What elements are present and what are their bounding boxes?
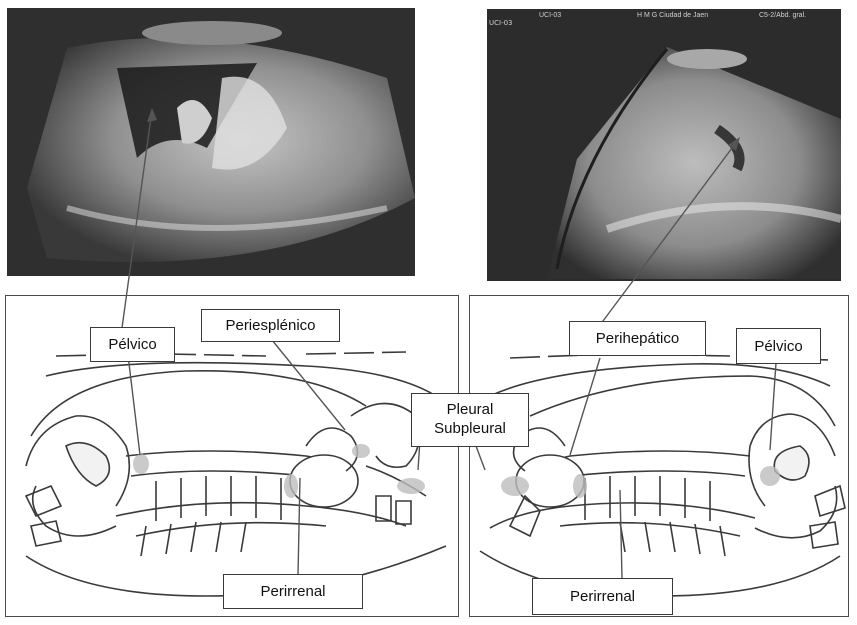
label-pleural-text: Pleural [447,401,494,420]
label-subpleural-text: Subpleural [434,420,506,439]
ultrasound-image-left [7,8,415,276]
label-perirrenal-left-text: Perirrenal [260,584,325,599]
ultrasound-header-center: H M G Ciudad de Jaen [637,12,708,19]
label-perihepatico-text: Perihepático [596,331,679,346]
ultrasound-header-left: UCI-03 [539,12,561,19]
label-perirrenal-right-text: Perirrenal [570,589,635,604]
label-pelvico-right: Pélvico [736,328,821,364]
label-periesplenico: Periesplénico [201,309,340,342]
label-pelvico-left: Pélvico [90,327,175,362]
label-pelvico-left-text: Pélvico [108,337,156,352]
svg-text:UCI-03: UCI-03 [489,19,513,27]
label-pelvico-right-text: Pélvico [754,339,802,354]
label-perihepatico: Perihepático [569,321,706,356]
ultrasound-image-right: UCI-03 UCI-03 H M G Ciudad de Jaen C5-2/… [487,9,841,281]
label-periesplenico-text: Periesplénico [225,318,315,333]
diagram-panel-left [5,295,459,617]
label-perirrenal-right: Perirrenal [532,578,673,615]
label-pleural-subpleural: Pleural Subpleural [411,393,529,447]
abdominal-crosssection-left [6,296,459,617]
ultrasound-header-right: C5-2/Abd. gral. [759,12,806,19]
label-perirrenal-left: Perirrenal [223,574,363,609]
